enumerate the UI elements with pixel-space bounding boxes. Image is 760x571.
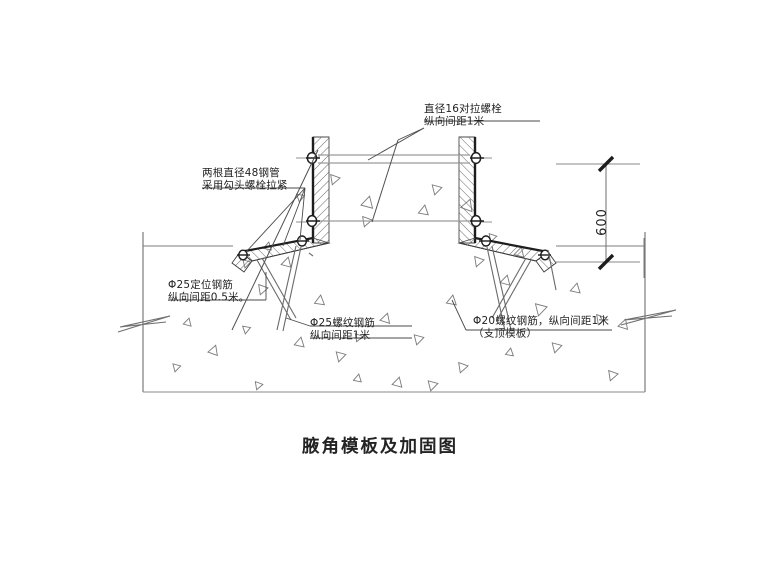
annotation-label-thread-rebar-25: Φ25螺纹钢筋 (310, 316, 375, 329)
concrete-aggregate-mark (427, 380, 439, 392)
annotation-text-layer: 直径16对拉螺栓纵向间距1米两根直径48钢管采用勾头螺栓拉紧Φ25定位钢筋纵向间… (168, 102, 609, 342)
concrete-aggregate-mark (534, 303, 548, 317)
dimension-600-value: 600 (595, 208, 610, 236)
annotation-label-locating-rebar: 纵向间距0.5米。 (168, 291, 250, 304)
concrete-aggregate-mark (293, 336, 305, 348)
concrete-aggregate-mark (172, 363, 182, 373)
concrete-aggregate-mark (474, 255, 485, 268)
annotation-label-thread-rebar-20: （支顶模板） (473, 327, 537, 340)
leader-pipe-c (282, 187, 306, 247)
right-brace-2a (491, 257, 527, 319)
dimension-tick-bottom (597, 253, 615, 271)
left-haunch-end-block (231, 251, 253, 273)
dimension-tick-top (597, 155, 615, 173)
concrete-aggregate-mark (241, 325, 252, 335)
annotation-label-tie-bolt: 直径16对拉螺栓 (424, 102, 502, 115)
left-brace-1b (282, 246, 302, 332)
diagonal-brace-group (256, 245, 557, 332)
drawing-title: 腋角模板及加固图 (302, 436, 458, 457)
concrete-aggregate-mark (258, 283, 269, 296)
concrete-aggregate-mark (608, 369, 619, 382)
break-line-left (117, 315, 171, 333)
leader-rebar20-pointer (451, 299, 467, 331)
bolt-nut-right-haunch-upper (479, 235, 492, 247)
annotation-label-thread-rebar-20: Φ20螺纹钢筋，纵向间距1米 (473, 314, 609, 327)
right-brace-3 (547, 249, 557, 291)
right-haunch-back-edge (458, 242, 537, 262)
concrete-aggregate-mark (379, 312, 391, 325)
leader-rebar25-pointer (285, 317, 311, 327)
bolt-nut-right-upper (470, 151, 484, 165)
break-line-group (117, 309, 677, 333)
right-vertical-formwork-panel (458, 136, 476, 244)
leader-tie-bolt-a (367, 127, 425, 161)
concrete-aggregate-mark (360, 195, 374, 209)
leader-pipe-b (299, 187, 306, 241)
concrete-aggregate-mark (504, 347, 515, 357)
concrete-aggregate-mark (445, 294, 457, 306)
concrete-aggregate-mark (280, 256, 292, 268)
left-brace-1a (276, 245, 297, 331)
left-brace-2a (261, 257, 297, 319)
concrete-aggregate-mark (499, 274, 511, 286)
right-haunch-end-block (535, 251, 557, 273)
concrete-aggregate-mark (551, 342, 563, 354)
concrete-aggregate-mark (313, 294, 326, 306)
concrete-aggregate-mark (413, 334, 425, 346)
annotation-label-locating-rebar: Φ25定位钢筋 (168, 278, 233, 291)
bolt-nut-right-lower (470, 214, 484, 228)
concrete-aggregate-mark (254, 380, 264, 391)
bolt-nut-left-haunch-lower (237, 249, 250, 261)
leader-line-group (168, 120, 612, 339)
concrete-aggregate-mark (617, 318, 629, 331)
concrete-aggregate-mark (207, 344, 218, 357)
bolt-nut-left-lower (306, 214, 320, 228)
dimension-600-group: 600 (556, 155, 645, 278)
annotation-label-thread-rebar-25: 纵向间距1米 (310, 329, 371, 342)
concrete-aggregate-mark (596, 313, 607, 326)
left-brace-stub (308, 252, 314, 257)
concrete-aggregate-mark (295, 193, 306, 203)
right-brace-1b (486, 246, 506, 332)
concrete-aggregate-mark (352, 373, 362, 383)
concrete-aggregate-mark (182, 317, 192, 327)
concrete-aggregate-mark (431, 184, 443, 196)
annotation-label-steel-pipe: 两根直径48钢管 (202, 166, 280, 179)
left-haunch-back-edge (251, 242, 330, 262)
break-line-right (620, 309, 677, 326)
concrete-body (142, 232, 646, 393)
right-brace-1a (491, 245, 512, 331)
leader-tie-bolt-b (397, 127, 425, 141)
concrete-aggregate-mark (330, 173, 341, 186)
concrete-aggregate-mark (335, 351, 347, 363)
concrete-aggregate-mark (417, 204, 429, 216)
bolt-nut-left-upper (306, 151, 320, 165)
rebar-center-long (371, 139, 399, 223)
right-brace-2b (496, 259, 532, 321)
concrete-aggregate-mark (569, 282, 581, 294)
concrete-aggregate-mark (391, 376, 403, 388)
annotation-label-steel-pipe: 采用勾头螺栓拉紧 (202, 179, 288, 192)
leader-pipe-a (245, 187, 306, 253)
annotation-label-tie-bolt: 纵向间距1米 (424, 115, 485, 128)
concrete-aggregate-mark (458, 361, 469, 374)
left-vertical-formwork-panel (312, 136, 330, 244)
left-brace-2b (256, 259, 292, 321)
